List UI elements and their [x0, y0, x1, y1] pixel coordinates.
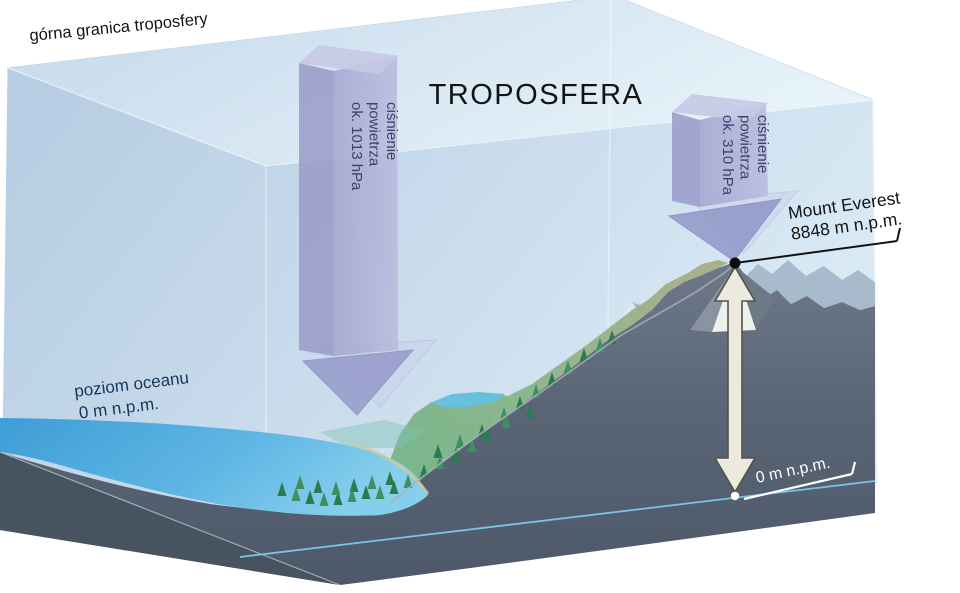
upper-boundary-text: górna granica troposfery	[29, 10, 209, 45]
pressure-everest-line3: ok. 310 hPa	[719, 115, 736, 196]
sea-level-ref-line	[743, 472, 853, 501]
arrowhead-front	[301, 349, 415, 416]
column-side	[672, 112, 700, 207]
column-front	[334, 55, 398, 356]
pressure-sea-line3: ok. 1013 hPa	[348, 102, 365, 191]
pressure-everest-line2: powietrza	[737, 115, 754, 180]
pressure-sea-label: ciśnienie powietrza ok. 1013 hPa	[348, 102, 400, 191]
column-front	[700, 103, 768, 207]
diagram-title: TROPOSFERA	[429, 79, 644, 111]
ridge-highlight	[387, 262, 736, 506]
everest-leader-tick	[896, 227, 901, 242]
sea-level-point	[730, 491, 740, 501]
sea-level-ref-tick	[850, 461, 857, 475]
pressure-sea-line1: ciśnienie	[383, 102, 400, 160]
pressure-everest-label: ciśnienie powietrza ok. 310 hPa	[719, 115, 771, 196]
pressure-everest-line1: ciśnienie	[754, 115, 771, 173]
forest-trees	[277, 330, 617, 506]
distant-peaks	[746, 260, 875, 310]
crust-left-edge	[0, 451, 341, 586]
column-cap	[672, 94, 768, 121]
pressure-arrow-everest: ciśnienie powietrza ok. 310 hPa	[667, 94, 800, 262]
terrain	[0, 260, 875, 586]
arrowhead-front	[667, 198, 783, 262]
pressure-sea-line2: powietrza	[366, 102, 383, 167]
column-side	[299, 63, 334, 356]
box-top-face	[8, 0, 873, 166]
summit-point	[729, 257, 741, 269]
mountain-lake	[430, 392, 505, 407]
box-edge-top-left-fold	[7, 67, 267, 167]
upper-boundary-label: górna granica troposfery	[29, 10, 209, 45]
everest-leader-line	[734, 240, 898, 264]
box-edge-back-right	[607, 0, 612, 329]
pressure-arrow-sea-level: ciśnienie powietrza ok. 1013 hPa	[299, 45, 438, 416]
mountain-face	[0, 262, 875, 585]
column-cap	[299, 45, 399, 74]
shallow-water	[320, 420, 424, 448]
beach-line	[357, 444, 430, 495]
